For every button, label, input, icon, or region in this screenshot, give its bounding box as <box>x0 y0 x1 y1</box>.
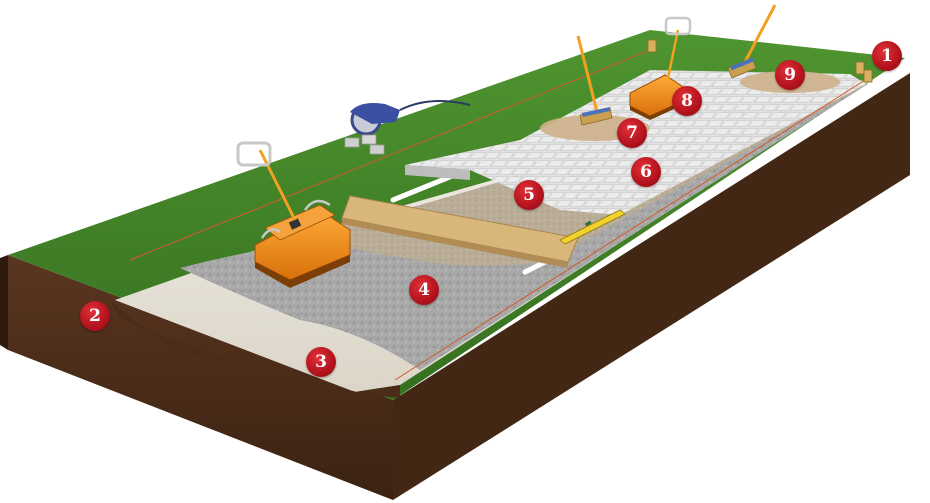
angle-grinder-icon <box>344 100 471 155</box>
survey-peg-icon <box>647 39 873 83</box>
screed-board-icon <box>341 195 579 268</box>
marker-3: 3 <box>306 347 336 377</box>
marker-2: 2 <box>80 301 110 331</box>
marker-1: 1 <box>872 41 902 71</box>
marker-8: 8 <box>672 86 702 116</box>
broom-icon <box>576 35 613 126</box>
broom-icon <box>727 4 777 79</box>
marker-9: 9 <box>775 60 805 90</box>
plate-compactor-icon <box>629 16 692 120</box>
string-lines <box>129 47 866 381</box>
spirit-level-icon <box>559 209 626 245</box>
marker-4: 4 <box>409 275 439 305</box>
paver-edge-stack <box>405 165 470 180</box>
guide-markings <box>390 173 548 275</box>
plate-compactor-icon <box>236 141 351 288</box>
marker-5: 5 <box>514 180 544 210</box>
marker-7: 7 <box>617 118 647 148</box>
marker-6: 6 <box>631 157 661 187</box>
